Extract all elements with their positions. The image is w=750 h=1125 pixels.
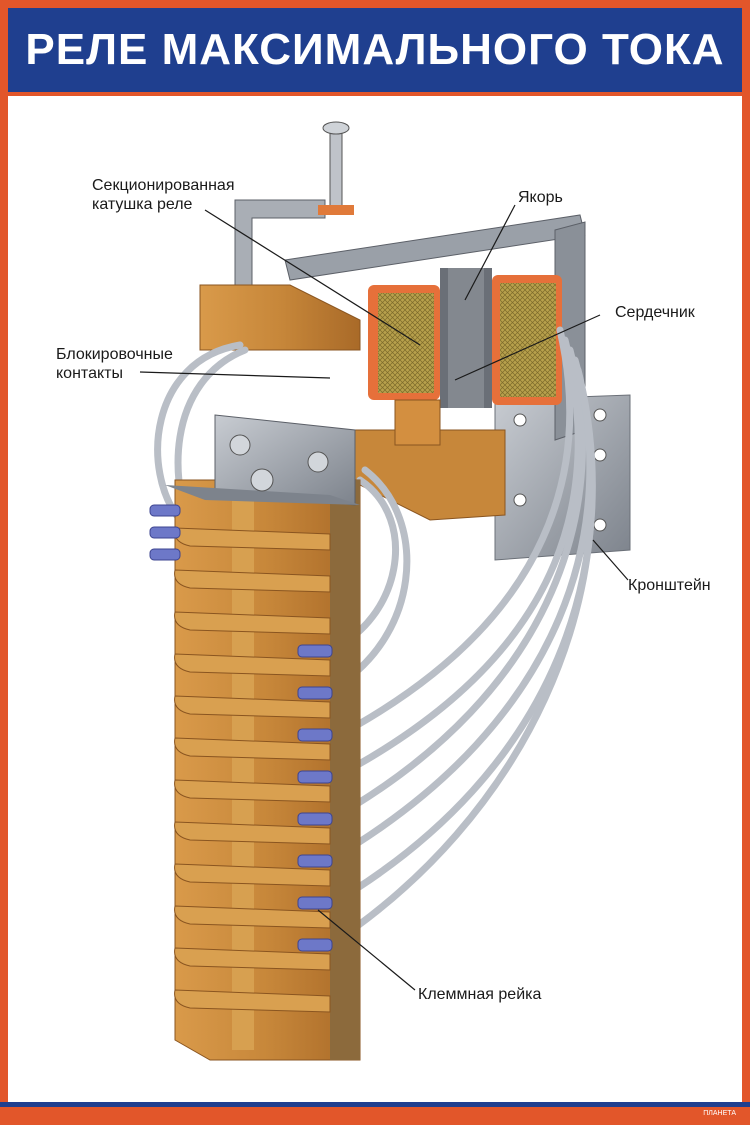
bottom-stripe — [0, 1102, 750, 1107]
cable-clamp — [297, 770, 333, 784]
cables — [154, 326, 596, 949]
terminal-rib — [174, 569, 331, 593]
terminal-rib — [174, 989, 331, 1013]
cable-clamp — [297, 686, 333, 700]
cable-clamp — [297, 854, 333, 868]
cable-clamp — [297, 644, 333, 658]
left-frame — [0, 0, 8, 1125]
terminal-rib — [174, 737, 331, 761]
publisher-logo: ПЛАНЕТА — [703, 1110, 736, 1117]
cable-clamp — [297, 812, 333, 826]
terminal-rib — [174, 821, 331, 845]
label-core: Сердечник — [615, 304, 695, 321]
cable-clamp — [297, 728, 333, 742]
right-frame — [742, 0, 750, 1125]
title-bar: РЕЛЕ МАКСИМАЛЬНОГО ТОКА — [8, 8, 742, 96]
label-bracket: Кронштейн — [628, 577, 711, 594]
insulating-base — [199, 284, 506, 521]
terminal-rib — [174, 863, 331, 887]
label-armature: Якорь — [518, 189, 563, 206]
label-coil: Секционированная катушка реле — [92, 177, 235, 213]
cable-clamp — [149, 504, 181, 517]
top-frame — [0, 0, 750, 8]
terminal-rib — [174, 779, 331, 803]
leader-lines — [139, 204, 629, 991]
terminal-rib — [174, 947, 331, 971]
cable-clamp — [297, 896, 333, 910]
bottom-frame — [0, 1107, 750, 1125]
label-terminal-strip: Клеммная рейка — [418, 986, 542, 1003]
terminal-rib — [174, 653, 331, 677]
terminal-rib — [174, 695, 331, 719]
poster-title: РЕЛЕ МАКСИМАЛЬНОГО ТОКА — [25, 25, 725, 74]
terminal-strip — [174, 479, 361, 1061]
cable-clamp — [149, 526, 181, 539]
coil-section — [368, 268, 562, 408]
cable-clamp — [149, 548, 181, 561]
clamp-plate — [165, 414, 360, 506]
cable-clamp — [297, 938, 333, 952]
terminal-rib — [174, 611, 331, 635]
terminal-rib — [174, 905, 331, 929]
cable-clamps — [149, 504, 333, 952]
label-interlock-contacts: Блокировочные контакты — [56, 346, 173, 382]
terminal-ribs — [174, 527, 331, 1013]
